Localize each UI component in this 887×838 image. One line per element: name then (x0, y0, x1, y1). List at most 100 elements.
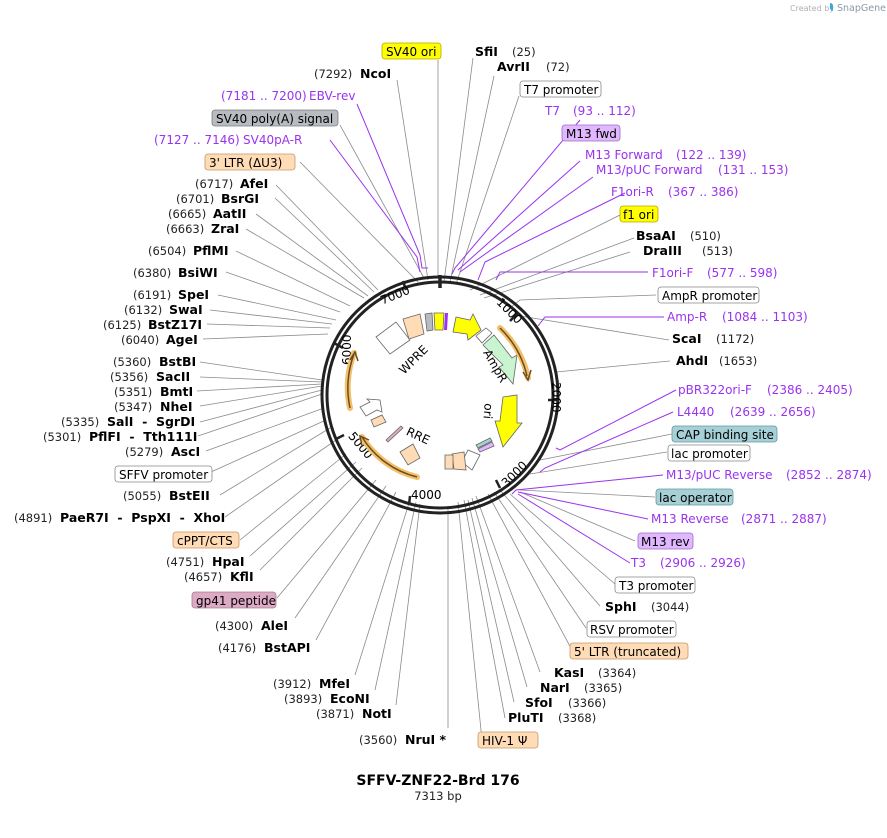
feature-label-gp41-peptide[interactable]: gp41 peptide (191, 591, 277, 609)
enzyme-label-bstbi[interactable]: (5360) BstBI (113, 354, 196, 369)
svg-text:(3366): (3366) (568, 696, 606, 710)
feature-label-t3-promoter[interactable]: T3 promoter (614, 576, 696, 594)
svg-text:EcoNI: EcoNI (330, 691, 370, 706)
primer-label-ebv-rev[interactable]: (7181 .. 7200) EBV-rev (221, 89, 355, 103)
enzyme-label-bstz17i[interactable]: (6125) BstZ17I (103, 317, 202, 332)
enzyme-label-spei[interactable]: (6191) SpeI (133, 287, 209, 302)
svg-text:SfoI: SfoI (525, 695, 553, 710)
svg-text:PflFI - Tth111I: PflFI - Tth111I (89, 429, 197, 444)
primer-label-pbr322ori-f[interactable]: pBR322ori-F (2386 .. 2405) (678, 383, 853, 397)
enzyme-label-draiii[interactable]: DraIII (513) (643, 243, 733, 258)
inner-label-wpre: WPRE (396, 342, 431, 377)
primer-label-sv40pa-r[interactable]: (7127 .. 7146) SV40pA-R (154, 133, 302, 147)
svg-text:SalI - SgrDI: SalI - SgrDI (107, 414, 195, 429)
enzyme-label-alei[interactable]: (4300) AleI (215, 618, 288, 633)
enzyme-label-bmti[interactable]: (5351) BmtI (114, 384, 193, 399)
enzyme-label-sfoi[interactable]: SfoI (3366) (525, 695, 606, 710)
right-labels: SfiI (25) AvrII (72) T7 promoter T7 (93 … (475, 44, 872, 749)
svg-text:(3044): (3044) (651, 600, 689, 614)
svg-text:KflI: KflI (230, 569, 254, 584)
enzyme-label-noti[interactable]: (3871) NotI (316, 706, 392, 721)
primer-label-t3[interactable]: T3 (2906 .. 2926) (630, 556, 746, 570)
enzyme-label-pflfi-tth111i[interactable]: (5301) PflFI - Tth111I (43, 429, 197, 444)
enzyme-label-ncoi[interactable]: (7292) NcoI (314, 66, 391, 81)
enzyme-label-ahdi[interactable]: AhdI (1653) (676, 353, 757, 368)
primer-label-m13-forward[interactable]: M13 Forward (122 .. 139) (585, 148, 746, 162)
ring-ticks (333, 275, 557, 506)
svg-text:(1172): (1172) (716, 332, 754, 346)
enzyme-label-pflmi[interactable]: (6504) PflMI (148, 243, 229, 258)
leader-lines-left (196, 60, 449, 728)
enzyme-label-scai[interactable]: ScaI (1172) (672, 331, 754, 346)
feature-label-ampr-promoter[interactable]: AmpR promoter (657, 286, 760, 304)
feature-label-cap-binding-site[interactable]: CAP binding site (671, 425, 778, 443)
primer-label-m13-reverse[interactable]: M13 Reverse (2871 .. 2887) (651, 512, 827, 526)
svg-text:(510): (510) (690, 229, 721, 243)
primer-label-l4440[interactable]: L4440 (2639 .. 2656) (677, 405, 816, 419)
enzyme-label-asci[interactable]: (5279) AscI (125, 444, 200, 459)
enzyme-label-bsaai[interactable]: BsaAI (510) (636, 228, 721, 243)
feature-label-sv40-ori[interactable]: SV40 ori (381, 42, 442, 60)
enzyme-label-pluti[interactable]: PluTI (3368) (508, 710, 596, 725)
svg-text:(6504): (6504) (148, 244, 186, 258)
feature-label-sv40-polya[interactable]: SV40 poly(A) signal (211, 109, 339, 127)
feature-label-lac-promoter[interactable]: lac promoter (667, 444, 751, 462)
feature-label-rsv-promoter[interactable]: RSV promoter (586, 620, 677, 638)
enzyme-label-sali-sgrdi[interactable]: (5335) SalI - SgrDI (61, 414, 195, 429)
enzyme-label-zrai[interactable]: (6663) ZraI (166, 221, 239, 236)
inner-label-rre: RRE (404, 424, 432, 447)
feature-label-m13-fwd[interactable]: M13 fwd (561, 124, 621, 142)
enzyme-label-kfli[interactable]: (4657) KflI (184, 569, 254, 584)
svg-text:(93 .. 112): (93 .. 112) (573, 104, 636, 118)
enzyme-label-econi[interactable]: (3893) EcoNI (284, 691, 370, 706)
enzyme-label-sphi[interactable]: SphI (3044) (605, 599, 689, 614)
feature-label-lac-operator[interactable]: lac operator (655, 488, 734, 506)
feature-label-cppt-cts[interactable]: cPPT/CTS (172, 531, 240, 549)
enzyme-label-agei[interactable]: (6040) AgeI (121, 332, 198, 347)
enzyme-label-nari[interactable]: NarI (3365) (540, 680, 622, 695)
feature-label-f1-ori[interactable]: f1 ori (619, 205, 659, 223)
feature-label-3ltr[interactable]: 3' LTR (ΔU3) (204, 153, 296, 171)
primer-label-f1ori-r[interactable]: F1ori-R (367 .. 386) (611, 185, 738, 199)
enzyme-label-mfei[interactable]: (3912) MfeI (273, 676, 350, 691)
enzyme-label-kasi[interactable]: KasI (3364) (554, 665, 636, 680)
enzyme-label-avrii[interactable]: AvrII (72) (497, 59, 570, 74)
ori-feature (494, 394, 523, 448)
enzyme-label-bstapi[interactable]: (4176) BstAPI (218, 640, 310, 655)
svg-text:NotI: NotI (362, 706, 392, 721)
svg-text:f1 ori: f1 ori (623, 208, 654, 222)
feature-label-hiv1-psi[interactable]: HIV-1 Ψ (477, 731, 539, 749)
feature-label-5ltr-truncated[interactable]: 5' LTR (truncated) (569, 642, 689, 660)
enzyme-label-swai[interactable]: (6132) SwaI (124, 302, 203, 317)
enzyme-label-afei[interactable]: (6717) AfeI (195, 176, 268, 191)
lac-cluster-feature (477, 441, 495, 453)
credit-prefix: Created by (790, 4, 834, 13)
svg-text:(2906 .. 2926): (2906 .. 2926) (660, 556, 746, 570)
feature-label-m13-rev[interactable]: M13 rev (637, 532, 694, 550)
svg-text:(5356): (5356) (110, 370, 148, 384)
ltr3-feature (402, 313, 425, 340)
enzyme-label-nhei[interactable]: (5347) NheI (114, 399, 193, 414)
primer-label-amp-r[interactable]: Amp-R (1084 .. 1103) (667, 310, 808, 324)
enzyme-label-paer7i-pspxi-xhoi[interactable]: (4891) PaeR7I - PspXI - XhoI (14, 510, 225, 525)
enzyme-label-bsrgi[interactable]: (6701) BsrGI (176, 191, 259, 206)
feature-label-t7-promoter[interactable]: T7 promoter (519, 80, 602, 98)
primer-label-m13-puc-forward[interactable]: M13/pUC Forward (131 .. 153) (596, 163, 788, 177)
primer-label-m13-puc-reverse[interactable]: M13/pUC Reverse (2852 .. 2874) (666, 468, 872, 482)
enzyme-label-bsiwi[interactable]: (6380) BsiWI (133, 265, 218, 280)
feature-label-sffv-promoter[interactable]: SFFV promoter (114, 465, 213, 483)
enzyme-label-bsteii[interactable]: (5055) BstEII (123, 488, 210, 503)
primer-label-t7[interactable]: T7 (93 .. 112) (544, 104, 636, 118)
svg-text:(7181 .. 7200): (7181 .. 7200) (221, 89, 307, 103)
enzyme-label-hpai[interactable]: (4751) HpaI (166, 554, 245, 569)
enzyme-label-sfii[interactable]: SfiI (25) (475, 44, 536, 59)
map-title-block: SFFV-ZNF22-Brd 176 7313 bp (356, 773, 519, 803)
svg-text:AfeI: AfeI (240, 176, 268, 191)
svg-text:BstBI: BstBI (159, 354, 196, 369)
enzyme-label-aatii[interactable]: (6665) AatII (168, 206, 246, 221)
enzyme-label-nrui[interactable]: (3560) NruI * (359, 732, 447, 747)
primer-label-f1ori-f[interactable]: F1ori-F (577 .. 598) (652, 266, 777, 280)
svg-text:(3871): (3871) (316, 707, 354, 721)
svg-text:(4300): (4300) (215, 619, 253, 633)
enzyme-label-sacii[interactable]: (5356) SacII (110, 369, 190, 384)
